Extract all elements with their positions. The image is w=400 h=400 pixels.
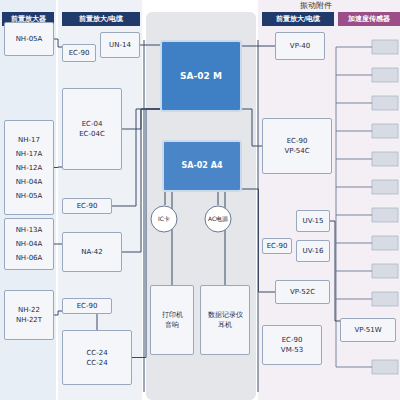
cable-line bbox=[122, 109, 160, 252]
node-text: VP-51W bbox=[354, 326, 381, 334]
node-text: AC电源 bbox=[208, 215, 228, 223]
product-box: UV-15 bbox=[296, 210, 330, 232]
node-text: CC-24 bbox=[86, 359, 107, 367]
product-box: 打印机音响 bbox=[150, 285, 194, 355]
cable-line bbox=[140, 45, 160, 46]
node-text: 数据记录仪 bbox=[208, 311, 243, 319]
node-text: UV-16 bbox=[303, 247, 324, 255]
node-text: VP-54C bbox=[284, 147, 309, 155]
cable-line bbox=[165, 192, 166, 205]
cable-line bbox=[172, 192, 173, 285]
cable-line bbox=[54, 244, 62, 245]
node-text: EC-90 bbox=[287, 137, 308, 145]
node-text: EC-90 bbox=[77, 202, 98, 210]
node-text: 加速度传感器 bbox=[348, 15, 390, 23]
node-text: VP-52C bbox=[290, 288, 315, 296]
cable-line bbox=[242, 46, 275, 47]
node-text: CC-24 bbox=[86, 349, 107, 357]
node-text: NH-04A bbox=[16, 240, 43, 248]
section-label: 振动附件 bbox=[300, 0, 332, 11]
analyzer-unit: SA-02 A4 bbox=[162, 140, 242, 192]
bus-line bbox=[143, 40, 144, 392]
node-text: UN-14 bbox=[109, 41, 131, 49]
node-text: VM-53 bbox=[281, 346, 303, 354]
cable-line bbox=[225, 192, 226, 285]
cable-line bbox=[54, 311, 62, 315]
product-box: NH-22NH-22T bbox=[4, 290, 54, 340]
node-text: EC-90 bbox=[69, 49, 90, 57]
cable-line bbox=[54, 39, 62, 47]
product-box: EC-90 bbox=[62, 198, 112, 214]
node-text: 音响 bbox=[165, 321, 179, 329]
product-box: EC-90VM-53 bbox=[262, 325, 322, 365]
product-box: NH-05A bbox=[4, 22, 54, 56]
node-text: NH-05A bbox=[16, 35, 43, 43]
option-circle: IC卡 bbox=[150, 205, 178, 233]
node-text: EC-04 bbox=[82, 120, 103, 128]
left-panel bbox=[0, 0, 56, 400]
node-text: SA-02 M bbox=[180, 72, 222, 80]
node-text: EC-90 bbox=[77, 302, 98, 310]
product-box: EC-90VP-54C bbox=[262, 118, 332, 174]
node-text: 耳机 bbox=[218, 321, 232, 329]
right-panel bbox=[258, 0, 400, 400]
product-box: EC-04EC-04C bbox=[62, 88, 122, 170]
node-text: EC-90 bbox=[282, 336, 303, 344]
analyzer-unit: SA-02 M bbox=[160, 40, 242, 112]
product-box: VP-51W bbox=[340, 318, 396, 342]
product-box: CC-24CC-24 bbox=[62, 330, 132, 385]
node-text: NH-06A bbox=[16, 254, 43, 262]
cable-line bbox=[97, 314, 98, 330]
product-box: VP-52C bbox=[275, 280, 330, 304]
node-text: NH-17 bbox=[18, 136, 40, 144]
node-text: NA-42 bbox=[81, 248, 102, 256]
node-text: 前置放大/电缆 bbox=[276, 15, 321, 23]
node-text: NH-05A bbox=[16, 192, 43, 200]
node-text: UV-15 bbox=[303, 217, 324, 225]
node-text: NH-04A bbox=[16, 178, 43, 186]
node-text: NH-12A bbox=[16, 164, 43, 172]
product-box: EC-90 bbox=[62, 44, 96, 62]
node-text: SA-02 A4 bbox=[182, 162, 223, 170]
product-box: EC-90 bbox=[62, 298, 112, 314]
node-text: NH-13A bbox=[16, 226, 43, 234]
cable-line bbox=[330, 221, 340, 321]
node-text: NH-17A bbox=[16, 150, 43, 158]
column-header: 加速度传感器 bbox=[338, 12, 400, 26]
cable-panel bbox=[58, 0, 142, 400]
node-text: 打印机 bbox=[162, 311, 183, 319]
center-panel bbox=[146, 12, 256, 400]
circle-shape bbox=[205, 206, 231, 232]
node-text: NH-22 bbox=[18, 306, 40, 314]
node-text: 前置放大/电缆 bbox=[79, 15, 124, 23]
product-box: UN-14 bbox=[100, 32, 140, 58]
product-box: EC-90 bbox=[262, 238, 292, 254]
column-header: 前置放大/电缆 bbox=[62, 12, 140, 26]
product-box: NH-13A NH-04A NH-06A bbox=[4, 218, 54, 270]
product-box: 数据记录仪耳机 bbox=[200, 285, 250, 355]
product-box: NH-17NH-17A NH-12A NH-04A NH-05A bbox=[4, 120, 54, 215]
node-text: EC-90 bbox=[267, 242, 288, 250]
cable-line bbox=[218, 192, 219, 205]
product-box: NA-42 bbox=[62, 232, 122, 272]
column-header: 前置放大/电缆 bbox=[262, 12, 334, 26]
cable-line bbox=[54, 167, 62, 169]
node-text: NH-22T bbox=[16, 316, 42, 324]
cable-line bbox=[242, 109, 262, 146]
option-circle: AC电源 bbox=[204, 205, 232, 233]
product-box: VP-40 bbox=[275, 32, 325, 60]
product-box: UV-16 bbox=[296, 240, 330, 262]
node-text: IC卡 bbox=[158, 215, 170, 223]
circle-shape bbox=[151, 206, 177, 232]
node-text: EC-04C bbox=[79, 130, 105, 138]
node-text: VP-40 bbox=[290, 42, 310, 50]
